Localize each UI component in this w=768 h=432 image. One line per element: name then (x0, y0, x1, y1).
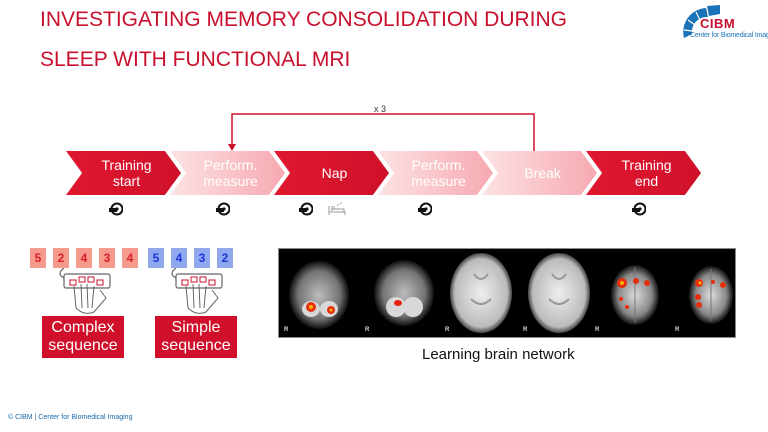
complex-label-line-1: Complex (51, 319, 115, 336)
cibm-logo: CIBM Center for Biomedical Imaging (676, 4, 768, 52)
logo-subtitle: Center for Biomedical Imaging (690, 32, 768, 39)
cibm-arc-icon (683, 5, 720, 38)
protocol-step: Perform.measure (170, 151, 285, 195)
orientation-label: R (523, 327, 528, 333)
footer-copyright: © CIBM | Center for Biomedical Imaging (8, 414, 133, 421)
simple-label-line-2: sequence (161, 337, 231, 354)
step-label-line-1: Perform. (411, 157, 466, 173)
page-title-line-2: SLEEP WITH FUNCTIONAL MRI (40, 48, 351, 71)
page-title-line-1: INVESTIGATING MEMORY CONSOLIDATION DURIN… (40, 8, 567, 31)
sequence-digit: 5 (148, 248, 164, 268)
step-label-line-1: Perform. (203, 157, 258, 173)
sleeping-bed-icon (328, 201, 346, 220)
orientation-label: R (365, 327, 370, 333)
hand-keypad-icon (171, 268, 223, 314)
step-label-line-2: start (112, 173, 141, 189)
protocol-step: Nap (274, 151, 389, 195)
mri-scanner-icon (109, 202, 124, 220)
orientation-label: R (284, 327, 289, 333)
repeat-count-label: x 3 (374, 104, 387, 114)
mri-scanner-icon (216, 202, 231, 220)
sequence-digit: 4 (76, 248, 92, 268)
mri-scanner-icon (299, 202, 314, 220)
step-label-line-2: end (634, 173, 659, 189)
sequence-digit: 5 (30, 248, 46, 268)
sequence-digit: 3 (99, 248, 115, 268)
sequence-digit: 4 (122, 248, 138, 268)
orientation-label: R (595, 327, 600, 333)
protocol-step: Break (482, 151, 597, 195)
step-label-line-1: Training (621, 157, 672, 173)
protocol-step: Perform.measure (378, 151, 493, 195)
simple-label-line-1: Simple (171, 319, 221, 336)
sequence-digit: 2 (53, 248, 69, 268)
hand-keypad-icon (59, 268, 111, 314)
step-label-line-2: measure (203, 173, 258, 189)
orientation-label: R (675, 327, 680, 333)
step-label-line-1: Nap (321, 165, 348, 181)
mri-scanner-icon (632, 202, 647, 220)
step-label-line-2: measure (411, 173, 466, 189)
brain-network-caption: Learning brain network (422, 346, 575, 363)
brain-scan-panel: R R R R R R (278, 248, 736, 338)
mri-scanner-icon (418, 202, 433, 220)
step-label-line-1: Break (524, 165, 561, 181)
brain-slices-image (289, 253, 733, 333)
logo-name: CIBM (700, 16, 736, 31)
sequence-digit: 3 (194, 248, 210, 268)
sequence-digit: 2 (217, 248, 233, 268)
orientation-label: R (445, 327, 450, 333)
step-label-line-1: Training (101, 157, 152, 173)
sequence-digit: 4 (171, 248, 187, 268)
complex-label-line-2: sequence (48, 337, 118, 354)
